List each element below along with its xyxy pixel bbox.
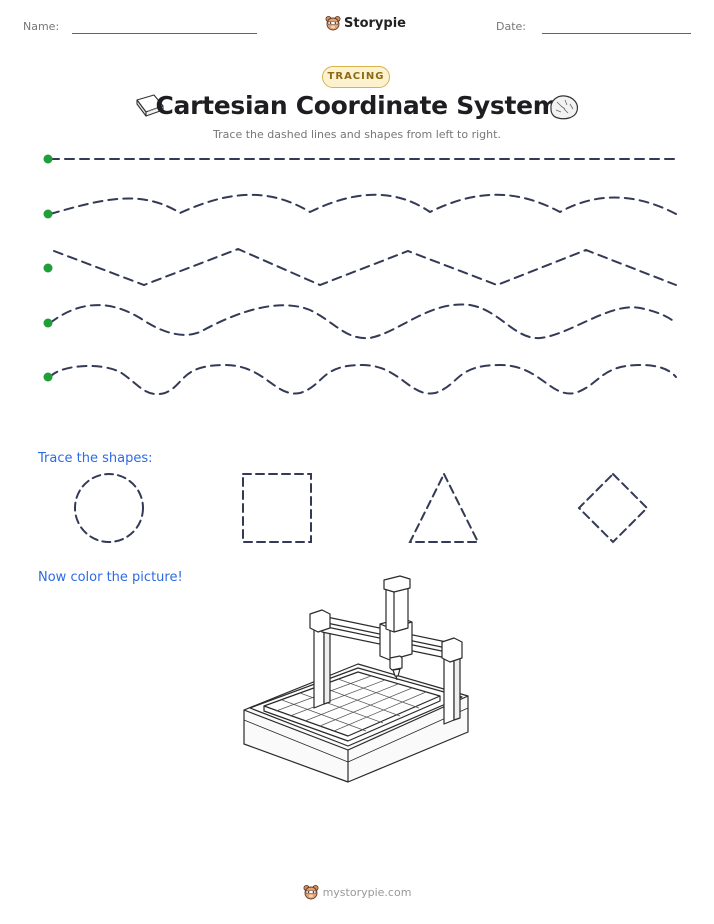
- bear-mascot-icon: [325, 15, 341, 30]
- bear-mascot-icon: [303, 885, 319, 900]
- trace-triangle[interactable]: [408, 471, 480, 543]
- instructions: Trace the dashed lines and shapes from l…: [213, 128, 501, 141]
- trace-square[interactable]: [242, 473, 312, 543]
- start-dot: [43, 263, 53, 273]
- book-icon: [136, 94, 164, 117]
- tracing-shapes-area: [74, 471, 649, 544]
- tracing-line-bumpy-wave[interactable]: [49, 363, 677, 396]
- name-write-line[interactable]: [72, 33, 257, 34]
- cnc-machine-picture[interactable]: [230, 572, 480, 812]
- tracing-badge: TRACING: [322, 66, 390, 88]
- start-dot: [43, 372, 53, 382]
- name-label: Name:: [23, 20, 60, 33]
- rock-icon: [550, 95, 579, 120]
- tracing-line-zigzag[interactable]: [53, 247, 677, 287]
- tracing-line-gentle-wave[interactable]: [49, 193, 677, 215]
- brand-name: Storypie: [344, 15, 406, 31]
- footer: mystorypie.com: [0, 884, 714, 901]
- footer-site-link[interactable]: mystorypie.com: [322, 886, 412, 899]
- start-dot: [43, 154, 53, 164]
- page-title: Cartesian Coordinate System: [155, 91, 559, 120]
- coloring-heading: Now color the picture!: [38, 570, 183, 585]
- brand-logo: Storypie: [325, 13, 406, 33]
- start-dot: [43, 318, 53, 328]
- date-write-line[interactable]: [542, 33, 691, 34]
- tracing-line-wave[interactable]: [49, 303, 677, 340]
- shapes-heading: Trace the shapes:: [38, 451, 153, 466]
- trace-circle[interactable]: [74, 473, 144, 543]
- start-dot: [43, 209, 53, 219]
- tracing-lines-area: [43, 154, 677, 396]
- trace-diamond[interactable]: [577, 472, 649, 544]
- date-label: Date:: [496, 20, 526, 33]
